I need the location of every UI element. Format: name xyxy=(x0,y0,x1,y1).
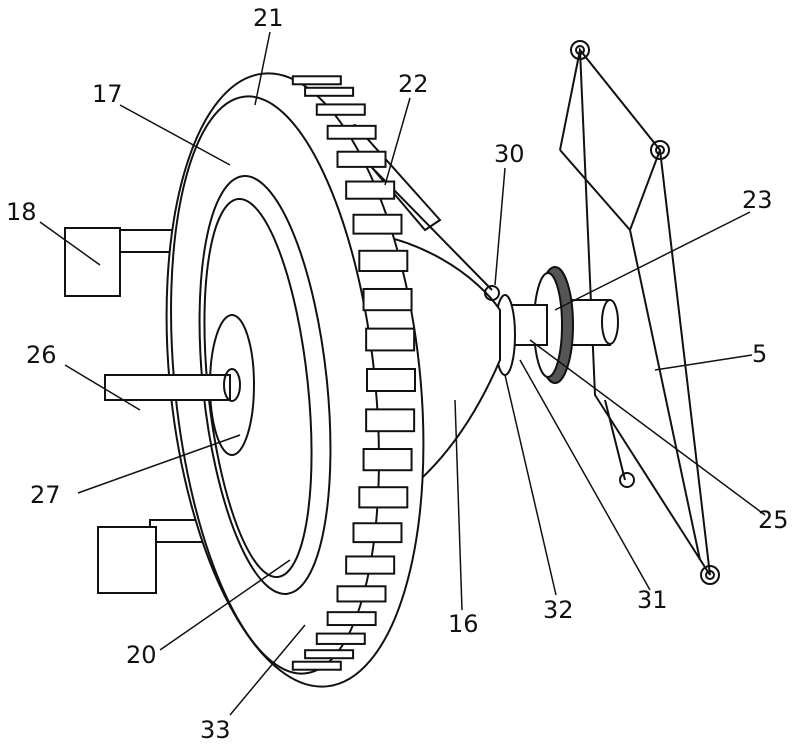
tooth-slot xyxy=(358,249,409,273)
leader-line xyxy=(654,354,753,371)
tooth-slot xyxy=(291,75,342,86)
label-27: 27 xyxy=(30,481,61,509)
leader-line xyxy=(64,364,141,411)
tooth-slot xyxy=(362,287,413,312)
label-31: 31 xyxy=(637,586,668,614)
tooth-slot xyxy=(366,368,416,392)
leader-line xyxy=(119,104,231,166)
tooth-slot xyxy=(345,180,396,200)
plate-5 xyxy=(559,40,720,585)
label-32: 32 xyxy=(543,596,574,624)
label-20: 20 xyxy=(126,641,157,669)
leader-line xyxy=(229,624,306,716)
tooth-slot xyxy=(365,408,416,433)
tooth-slot xyxy=(362,448,413,472)
leader-line xyxy=(384,97,411,186)
tooth-slot xyxy=(336,150,387,168)
tooth-slot xyxy=(291,660,342,671)
leader-line xyxy=(519,359,651,591)
tooth-slot xyxy=(352,522,403,544)
leader-line xyxy=(504,374,557,596)
tooth-slot xyxy=(345,555,396,575)
label-26: 26 xyxy=(26,341,57,369)
label-17: 17 xyxy=(92,80,123,108)
label-25: 25 xyxy=(758,506,789,534)
leader-line xyxy=(554,211,751,311)
tooth-slot xyxy=(326,611,377,627)
tooth-slot xyxy=(315,103,366,116)
label-16: 16 xyxy=(448,610,479,638)
hub-23 xyxy=(494,266,619,384)
label-23: 23 xyxy=(742,186,773,214)
tooth-slot xyxy=(352,213,403,235)
label-18: 18 xyxy=(6,198,37,226)
tooth-slot xyxy=(358,486,409,509)
wheel-17 xyxy=(104,72,425,688)
tooth-slot xyxy=(315,632,366,645)
leader-line xyxy=(529,339,766,516)
leader-line xyxy=(159,559,291,651)
tooth-slot xyxy=(365,327,416,352)
tooth-slot xyxy=(304,649,355,660)
teeth-21 xyxy=(291,75,416,671)
leader-line xyxy=(77,434,241,494)
tooth-slot xyxy=(304,86,355,97)
tooth-slot xyxy=(326,124,377,140)
label-5: 5 xyxy=(752,340,768,368)
tooth-slot xyxy=(336,585,387,603)
label-30: 30 xyxy=(494,140,525,168)
leader-line xyxy=(494,167,506,286)
leader-line xyxy=(254,31,271,106)
label-21: 21 xyxy=(253,4,284,32)
label-22: 22 xyxy=(398,70,429,98)
leader-line xyxy=(454,399,463,611)
label-33: 33 xyxy=(200,716,231,744)
leader-line xyxy=(39,221,101,266)
